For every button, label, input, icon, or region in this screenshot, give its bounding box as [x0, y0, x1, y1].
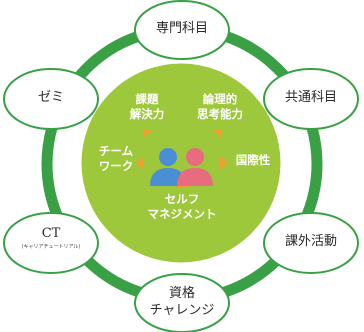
arrow-to-kadai-icon — [143, 130, 152, 139]
outer-node-kagai — [263, 212, 359, 274]
skill-label-team: チーム ワーク — [98, 144, 134, 173]
outer-node-ct — [3, 212, 99, 274]
outer-label-shikaku: 資格 チャレンジ — [149, 286, 215, 318]
arrow-to-team-icon — [136, 156, 144, 170]
skill-label-kadai: 課題 解決力 — [129, 92, 165, 121]
skill-label-self: セルフ マネジメント — [147, 192, 217, 221]
two-people-icon — [150, 148, 213, 186]
inner-disc — [78, 60, 284, 266]
arrow-to-ronri-icon — [213, 130, 222, 139]
outer-label-zemi: ゼミ — [37, 90, 64, 105]
outer-label-kyotsu: 共通科目 — [284, 90, 337, 105]
outer-sublabel-ct: (キャリアチュートリアル) — [21, 244, 81, 250]
skill-label-kokusai: 国際性 — [235, 153, 271, 167]
arrow-to-kokusai-icon — [220, 156, 228, 170]
skill-label-ronri: 論理的 思考能力 — [197, 92, 243, 121]
outer-node-senmon — [134, 0, 230, 60]
outer-node-zemi — [3, 68, 99, 130]
outer-label-senmon: 専門科目 — [155, 21, 208, 36]
outer-node-shikaku — [134, 273, 230, 332]
outer-label-kagai: 課外活動 — [284, 234, 337, 249]
outer-label-ct: CT — [41, 226, 61, 241]
outer-node-kyotsu — [263, 68, 359, 130]
